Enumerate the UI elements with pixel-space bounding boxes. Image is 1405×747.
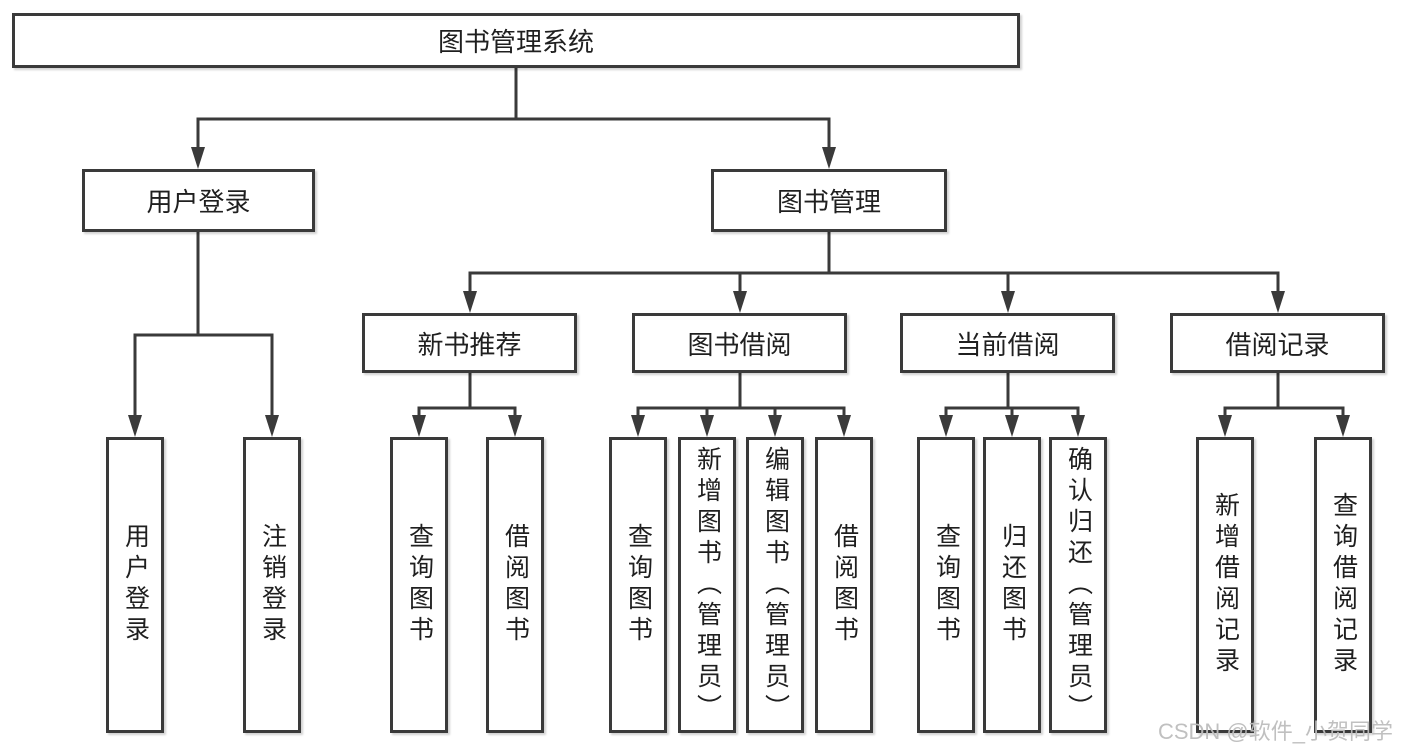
node-label: 查询图书 [405,523,434,647]
node-label: 注销登录 [258,523,287,647]
node-label: 图书管理系统 [437,27,594,57]
connector-user-login [128,232,279,437]
node-label: 新书推荐 [417,329,522,360]
leaf-user-login: 用户登录 [106,437,164,733]
leaf-borrowing-add-books-admin: 新增图书（管理员） [678,437,736,733]
connector-new-book-recommend [412,373,522,437]
leaf-current-return-books: 归还图书 [983,437,1041,733]
node-book-borrowing: 图书借阅 [632,313,847,373]
node-label: 查询图书 [932,523,961,647]
node-label: 当前借阅 [955,329,1060,360]
connector-borrowing-records [1218,373,1350,437]
node-label: 归还图书 [998,523,1027,647]
node-label: 借阅记录 [1225,329,1330,360]
node-label: 查询借阅记录 [1329,492,1358,678]
leaf-recommend-query-books: 查询图书 [390,437,448,733]
leaf-current-confirm-return-admin: 确认归还（管理员） [1049,437,1107,733]
node-label: 用户登录 [146,187,251,217]
node-new-book-recommend: 新书推荐 [362,313,577,373]
node-borrowing-records: 借阅记录 [1170,313,1385,373]
node-label: 图书借阅 [687,329,792,360]
leaf-current-query-books: 查询图书 [917,437,975,733]
node-label: 编辑图书（管理员） [761,445,790,725]
connector-root [191,68,836,169]
node-current-borrowing: 当前借阅 [900,313,1115,373]
node-root-library-system: 图书管理系统 [12,13,1020,68]
leaf-borrowing-edit-books-admin: 编辑图书（管理员） [746,437,804,733]
connector-book-management [463,232,1285,313]
node-user-login: 用户登录 [82,169,315,232]
node-label: 新增借阅记录 [1211,492,1240,678]
leaf-borrowing-query-books: 查询图书 [609,437,667,733]
node-label: 图书管理 [776,187,881,217]
node-label: 借阅图书 [501,523,530,647]
connector-current-borrowing [939,373,1085,437]
node-label: 用户登录 [121,523,150,647]
leaf-recommend-borrow-books: 借阅图书 [486,437,544,733]
node-label: 查询图书 [624,523,653,647]
node-label: 借阅图书 [830,523,859,647]
leaf-records-add-record: 新增借阅记录 [1196,437,1254,733]
leaf-logout: 注销登录 [243,437,301,733]
node-book-management: 图书管理 [711,169,947,232]
node-label: 确认归还（管理员） [1064,445,1093,725]
connector-book-borrowing [631,373,851,437]
node-label: 新增图书（管理员） [693,445,722,725]
leaf-records-query-record: 查询借阅记录 [1314,437,1372,733]
leaf-borrowing-borrow-books: 借阅图书 [815,437,873,733]
